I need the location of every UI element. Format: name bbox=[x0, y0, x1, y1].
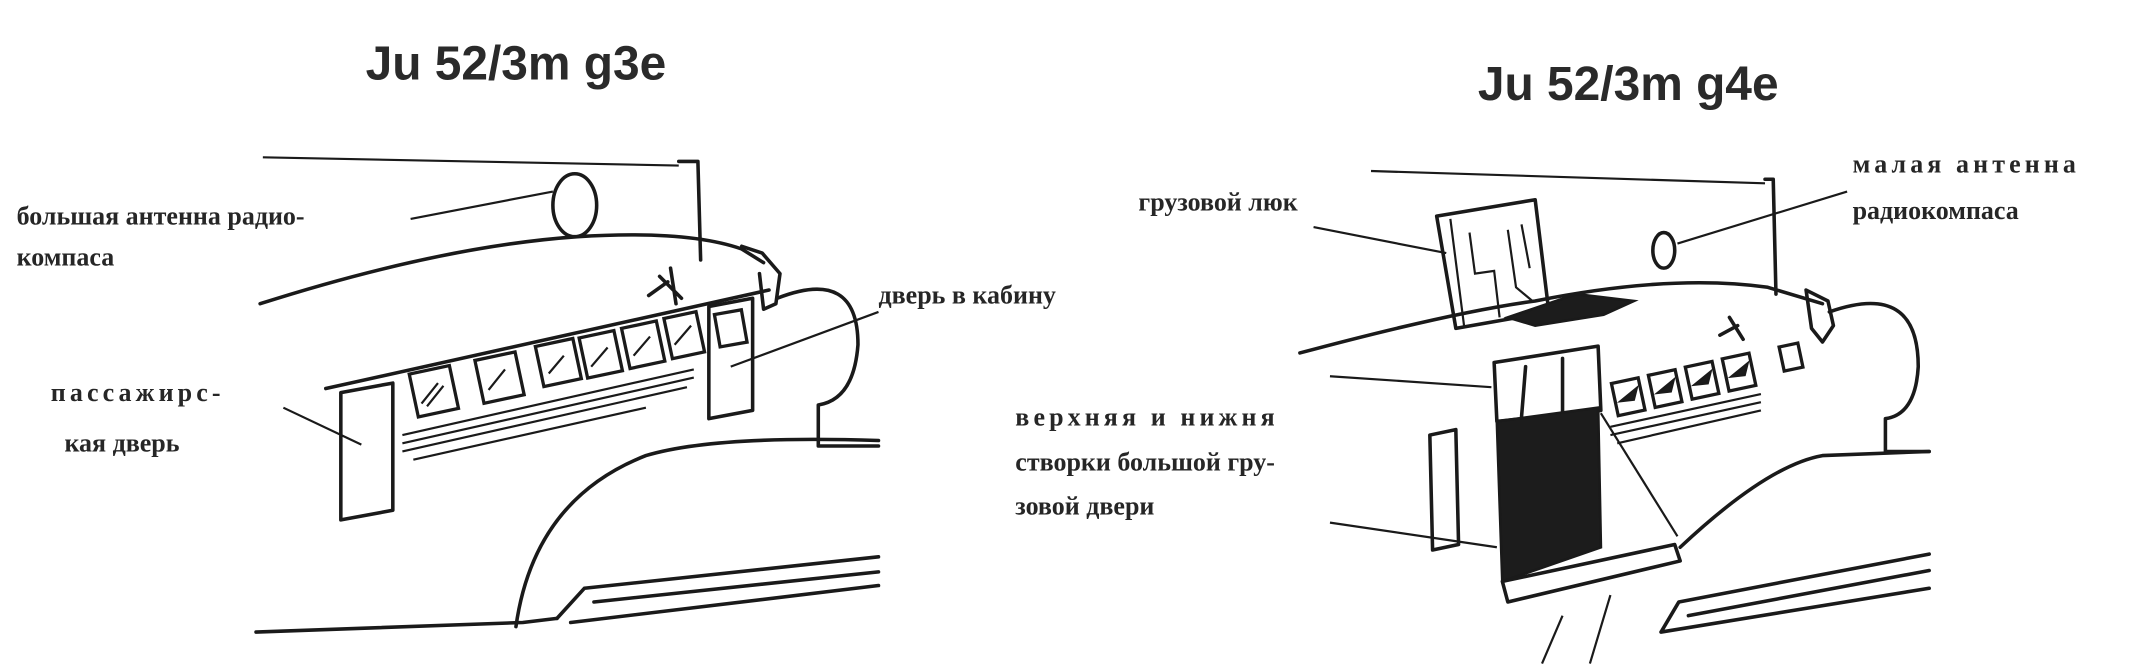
label-cargo-door-3: зовой двери bbox=[1015, 491, 1154, 520]
passenger-door bbox=[1428, 427, 1461, 552]
g4e-fuselage-drawing bbox=[1298, 169, 1931, 664]
label-small-antenna-2: радиокомпаса bbox=[1853, 196, 2019, 225]
antenna-mast bbox=[676, 159, 703, 262]
fuselage-top bbox=[1298, 280, 1825, 355]
wing-edge bbox=[555, 555, 881, 625]
cockpit-window bbox=[1804, 288, 1836, 344]
label-cabin-door: дверь в кабину bbox=[878, 281, 1055, 310]
leader-line-cargo-door-edge bbox=[1599, 412, 1679, 537]
cabin-windows bbox=[407, 309, 707, 419]
window bbox=[1777, 341, 1805, 374]
cargo-hatch-opening bbox=[1503, 292, 1639, 328]
label-cargo-hatch: грузовой люк bbox=[1138, 188, 1297, 217]
cargo-door-opening bbox=[1495, 406, 1603, 584]
window bbox=[407, 363, 461, 419]
wing-root-fairing bbox=[1678, 449, 1931, 550]
label-passenger-door-2: кая дверь bbox=[64, 428, 179, 457]
cargo-door-upper bbox=[1492, 344, 1603, 424]
label-large-antenna-2: компаса bbox=[17, 242, 115, 271]
wing-edge bbox=[1659, 552, 1931, 634]
label-cargo-door-2: створки большой гру- bbox=[1015, 448, 1275, 477]
cargo-hatch-ribs bbox=[1449, 218, 1534, 326]
leader-line-cargo-door-lower bbox=[1329, 521, 1498, 549]
fuselage-stripes bbox=[1610, 392, 1762, 445]
label-cargo-door-1: верхняя и нижня bbox=[1015, 402, 1278, 431]
cabin-windows bbox=[1609, 341, 1805, 418]
nose-dome bbox=[775, 287, 881, 448]
leader-line-passenger-door bbox=[282, 406, 362, 446]
leader-line-antenna bbox=[410, 190, 554, 220]
large-loop-antenna bbox=[551, 171, 599, 239]
leader-line-cargo-hatch bbox=[1313, 226, 1447, 255]
left-title: Ju 52/3m g3e bbox=[366, 37, 667, 90]
window-marks bbox=[1616, 360, 1750, 403]
left-panel-g3e: Ju 52/3m g3e bbox=[17, 37, 1056, 634]
leader-line-cargo-door-upper bbox=[1329, 375, 1492, 389]
ramp-strut bbox=[1541, 615, 1564, 664]
antenna-wire bbox=[1370, 169, 1766, 185]
fuselage-bottom bbox=[254, 616, 559, 634]
label-small-antenna-1: малая антенна bbox=[1853, 149, 2080, 178]
wing-root-fairing bbox=[514, 437, 881, 629]
cabin-door-window bbox=[712, 307, 749, 349]
cargo-door-lower-ramp bbox=[1500, 542, 1682, 604]
antenna-wire bbox=[262, 156, 679, 167]
window-glare-marks bbox=[420, 324, 692, 408]
leader-line-small-antenna bbox=[1677, 190, 1848, 245]
label-large-antenna-1: большая антенна радио- bbox=[17, 201, 305, 230]
cargo-door-upper-dividers bbox=[1519, 356, 1565, 420]
roof-fitting bbox=[1718, 315, 1745, 342]
label-passenger-door-1: пассажирс- bbox=[51, 378, 225, 407]
g3e-fuselage-drawing bbox=[254, 156, 881, 634]
right-panel-g4e: Ju 52/3m g4e bbox=[1015, 58, 2080, 664]
antenna-mast bbox=[1763, 177, 1778, 296]
roof-fitting bbox=[646, 266, 684, 306]
cabin-door bbox=[707, 296, 755, 421]
passenger-door bbox=[339, 381, 395, 522]
ramp-strut bbox=[1588, 594, 1612, 664]
nose-dome bbox=[1827, 301, 1931, 454]
window-belt-line bbox=[324, 288, 771, 391]
cockpit-window bbox=[739, 244, 782, 311]
fuselage-top bbox=[258, 233, 766, 306]
right-title: Ju 52/3m g4e bbox=[1478, 58, 1779, 111]
leader-line-cabin-door bbox=[730, 310, 879, 368]
small-loop-antenna bbox=[1651, 230, 1677, 270]
fuselage-stripes bbox=[402, 368, 695, 461]
